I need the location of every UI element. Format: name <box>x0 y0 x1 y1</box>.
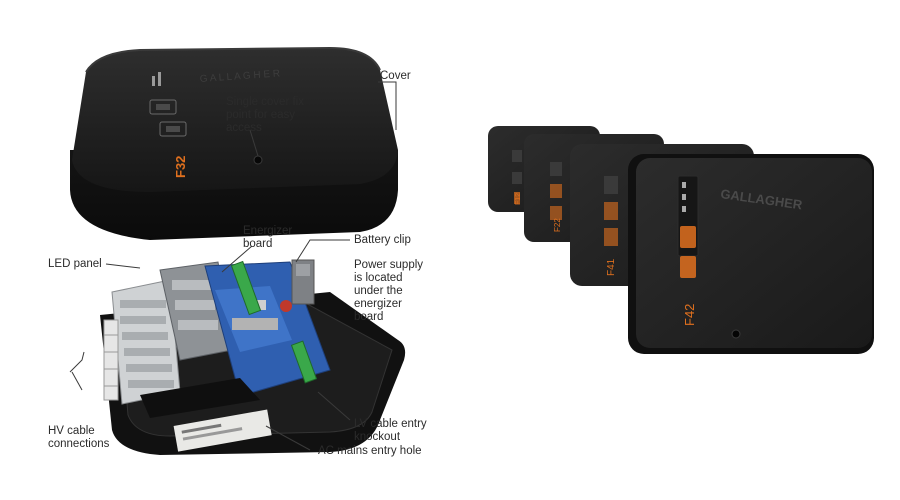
unit-f42 <box>628 154 874 354</box>
model-f22: F22 <box>553 218 562 232</box>
label-cover: Cover <box>380 70 411 82</box>
label-battery-clip: Battery clip <box>354 234 411 246</box>
leader-lines <box>69 81 397 451</box>
model-f32: F32 <box>173 156 188 178</box>
open-unit <box>100 259 406 455</box>
cover-unit: G A L L A G H E R <box>70 46 398 240</box>
label-fix-point: Single cover fix point for easy access <box>226 96 304 134</box>
label-led-panel: LED panel <box>48 258 102 270</box>
label-hv-cable: HV cable connections <box>48 425 110 450</box>
model-f41: F41 <box>606 258 617 276</box>
label-lv-cable: LV cable entry knockout <box>354 418 427 443</box>
label-power-supply: Power supply is located under the energi… <box>354 259 424 323</box>
model-f42: F42 <box>682 304 697 326</box>
unit-group <box>488 126 874 354</box>
label-ac-mains: AC mains entry hole <box>318 445 422 457</box>
label-energizer-board: Energizer board <box>243 225 293 250</box>
model-f12: F12 <box>515 193 522 205</box>
